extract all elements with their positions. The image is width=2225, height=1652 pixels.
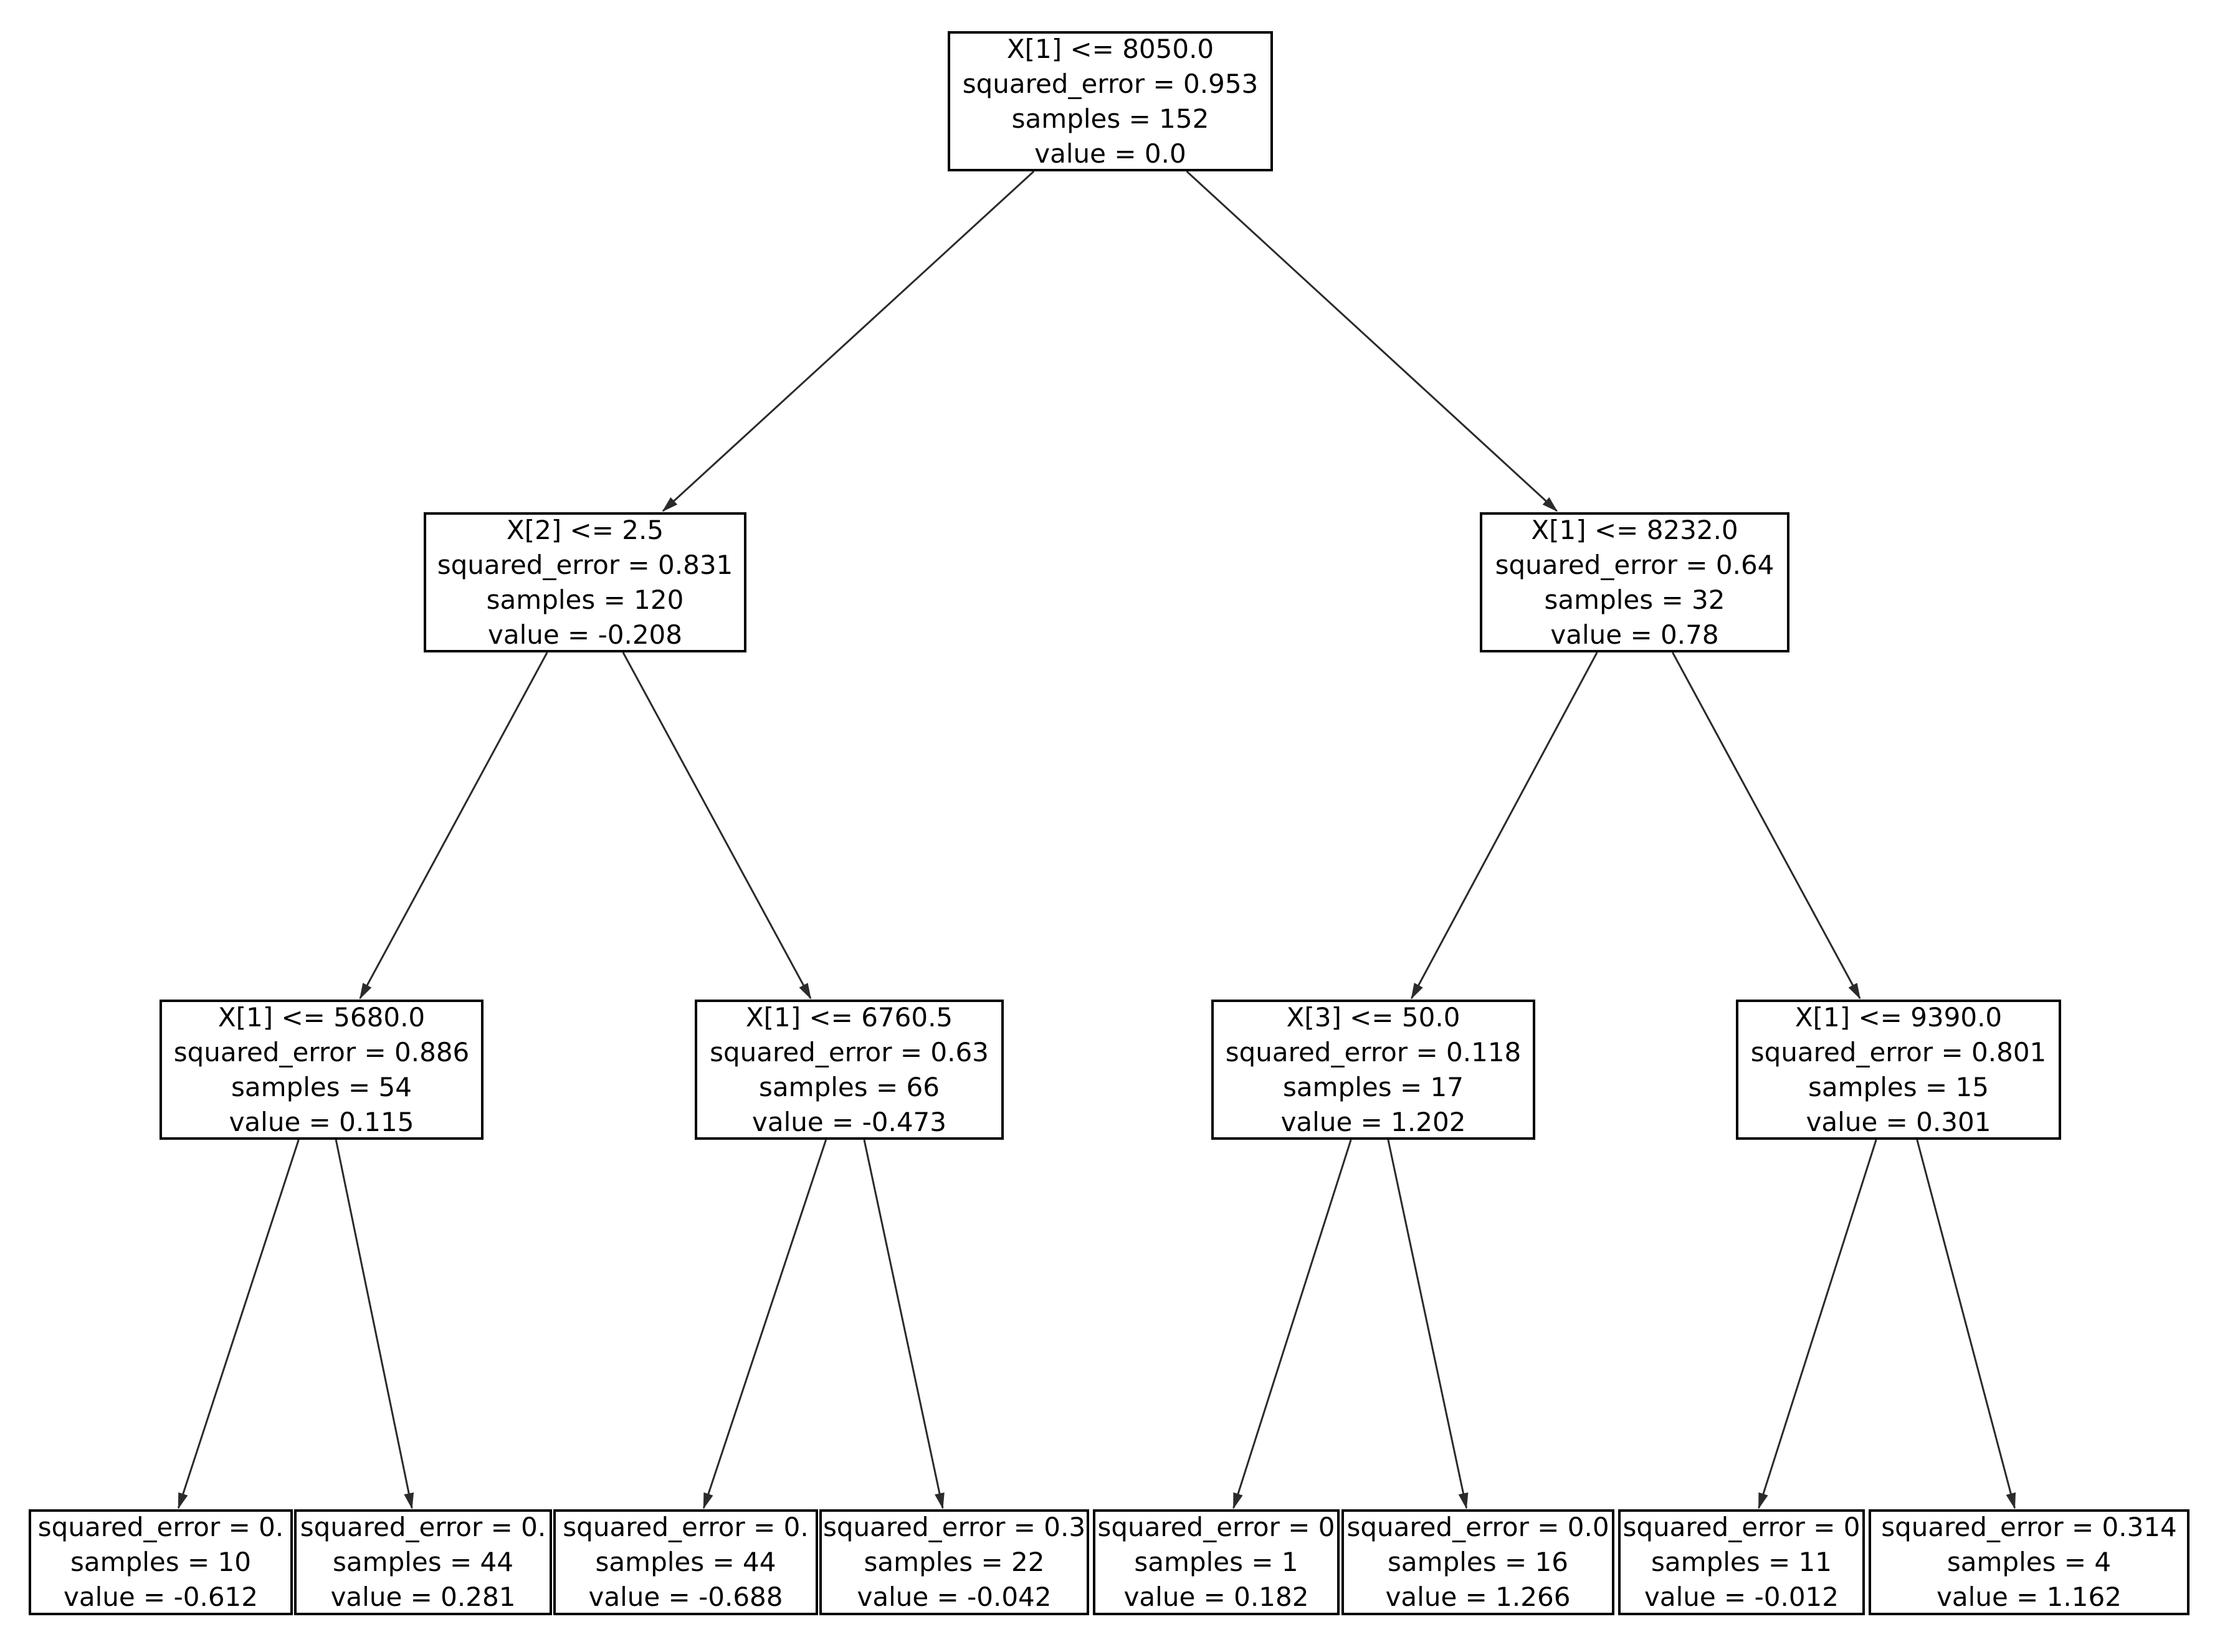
node-value-label: value = -0.688 bbox=[588, 1582, 783, 1612]
tree-node-leaf: squared_error = 0. samples = 10 value = … bbox=[29, 1509, 293, 1615]
node-samples-label: samples = 17 bbox=[1283, 1071, 1464, 1102]
tree-edge bbox=[1186, 170, 1558, 512]
node-value-label: value = 1.266 bbox=[1385, 1582, 1571, 1612]
node-error-label: squared_error = 0. bbox=[300, 1512, 546, 1542]
node-samples-label: samples = 11 bbox=[1651, 1547, 1832, 1577]
tree-edge bbox=[662, 170, 1035, 512]
node-condition-label: X[1] <= 6760.5 bbox=[745, 1001, 953, 1033]
node-error-label: squared_error = 0.831 bbox=[437, 549, 733, 580]
node-samples-label: samples = 32 bbox=[1544, 584, 1725, 615]
node-condition-label: X[1] <= 9390.0 bbox=[1794, 1001, 2003, 1033]
node-error-label: squared_error = 0. bbox=[37, 1512, 284, 1542]
tree-node-internal: X[2] <= 2.5 squared_error = 0.831 sample… bbox=[424, 512, 746, 652]
node-condition-label: X[3] <= 50.0 bbox=[1286, 1001, 1460, 1033]
node-samples-label: samples = 54 bbox=[231, 1071, 412, 1102]
tree-edge bbox=[622, 652, 812, 1000]
node-condition-label: X[2] <= 2.5 bbox=[506, 514, 664, 545]
node-error-label: squared_error = 0.63 bbox=[710, 1036, 989, 1067]
tree-edge bbox=[1758, 1139, 1877, 1509]
node-error-label: squared_error = 0.886 bbox=[173, 1036, 470, 1067]
tree-edge bbox=[1232, 1139, 1352, 1509]
tree-node-leaf: squared_error = 0 samples = 1 value = 0.… bbox=[1093, 1509, 1340, 1615]
node-error-label: squared_error = 0.118 bbox=[1225, 1036, 1522, 1067]
node-samples-label: samples = 10 bbox=[70, 1547, 251, 1577]
node-error-label: squared_error = 0. bbox=[563, 1512, 809, 1542]
node-value-label: value = 0.281 bbox=[330, 1582, 516, 1612]
node-error-label: squared_error = 0 bbox=[1097, 1512, 1335, 1542]
tree-edge bbox=[177, 1139, 300, 1509]
node-samples-label: samples = 120 bbox=[486, 584, 684, 615]
node-samples-label: samples = 22 bbox=[864, 1547, 1045, 1577]
node-samples-label: samples = 16 bbox=[1388, 1547, 1568, 1577]
node-condition-label: X[1] <= 8232.0 bbox=[1531, 514, 1738, 545]
node-condition-label: X[1] <= 5680.0 bbox=[217, 1001, 426, 1033]
tree-node-leaf: squared_error = 0.3 samples = 22 value =… bbox=[819, 1509, 1089, 1615]
tree-edge bbox=[335, 1139, 414, 1509]
node-error-label: squared_error = 0.0 bbox=[1346, 1512, 1609, 1542]
tree-node-internal: X[3] <= 50.0 squared_error = 0.118 sampl… bbox=[1211, 1000, 1535, 1140]
node-samples-label: samples = 44 bbox=[595, 1547, 776, 1577]
node-value-label: value = 1.202 bbox=[1280, 1106, 1466, 1137]
tree-node-leaf: squared_error = 0 samples = 11 value = -… bbox=[1618, 1509, 1865, 1615]
tree-node-internal: X[1] <= 5680.0 squared_error = 0.886 sam… bbox=[160, 1000, 484, 1140]
node-samples-label: samples = 44 bbox=[333, 1547, 513, 1577]
tree-node-leaf: squared_error = 0. samples = 44 value = … bbox=[294, 1509, 552, 1615]
node-value-label: value = 0.78 bbox=[1550, 619, 1719, 650]
tree-node-leaf: squared_error = 0. samples = 44 value = … bbox=[553, 1509, 818, 1615]
node-error-label: squared_error = 0 bbox=[1622, 1512, 1861, 1542]
node-samples-label: samples = 1 bbox=[1134, 1547, 1298, 1577]
tree-node-leaf: squared_error = 0.314 samples = 4 value … bbox=[1869, 1509, 2189, 1615]
node-error-label: squared_error = 0.3 bbox=[822, 1512, 1086, 1542]
tree-edge bbox=[863, 1139, 945, 1509]
node-value-label: value = -0.208 bbox=[487, 619, 682, 650]
node-samples-label: samples = 152 bbox=[1011, 103, 1209, 134]
tree-node-internal: X[1] <= 9390.0 squared_error = 0.801 sam… bbox=[1736, 1000, 2061, 1140]
node-error-label: squared_error = 0.953 bbox=[962, 68, 1259, 99]
node-samples-label: samples = 4 bbox=[1946, 1547, 2112, 1577]
tree-node-internal: X[1] <= 6760.5 squared_error = 0.63 samp… bbox=[695, 1000, 1004, 1140]
tree-edge bbox=[1672, 652, 1861, 1000]
tree-edge bbox=[702, 1139, 827, 1509]
node-value-label: value = 0.115 bbox=[229, 1106, 414, 1137]
tree-edge bbox=[1387, 1139, 1469, 1509]
tree-node-internal: X[1] <= 8232.0 squared_error = 0.64 samp… bbox=[1480, 512, 1789, 652]
tree-edge bbox=[359, 652, 548, 1000]
tree-node-root: X[1] <= 8050.0 squared_error = 0.953 sam… bbox=[948, 31, 1273, 171]
node-value-label: value = 1.162 bbox=[1937, 1582, 2122, 1612]
node-error-label: squared_error = 0.64 bbox=[1495, 549, 1775, 580]
node-error-label: squared_error = 0.314 bbox=[1881, 1512, 2177, 1542]
node-value-label: value = -0.042 bbox=[857, 1582, 1052, 1612]
node-value-label: value = -0.612 bbox=[63, 1582, 258, 1612]
tree-edge bbox=[1916, 1139, 2016, 1509]
tree-node-leaf: squared_error = 0.0 samples = 16 value =… bbox=[1341, 1509, 1614, 1615]
node-value-label: value = 0.0 bbox=[1034, 138, 1186, 169]
node-value-label: value = 0.182 bbox=[1123, 1582, 1309, 1612]
node-samples-label: samples = 66 bbox=[759, 1071, 940, 1102]
node-value-label: value = 0.301 bbox=[1806, 1106, 1991, 1137]
node-error-label: squared_error = 0.801 bbox=[1750, 1036, 2047, 1067]
tree-edge bbox=[1411, 652, 1598, 1000]
node-samples-label: samples = 15 bbox=[1808, 1071, 1989, 1102]
node-value-label: value = -0.012 bbox=[1644, 1582, 1839, 1612]
node-condition-label: X[1] <= 8050.0 bbox=[1006, 33, 1214, 64]
node-value-label: value = -0.473 bbox=[751, 1106, 946, 1137]
